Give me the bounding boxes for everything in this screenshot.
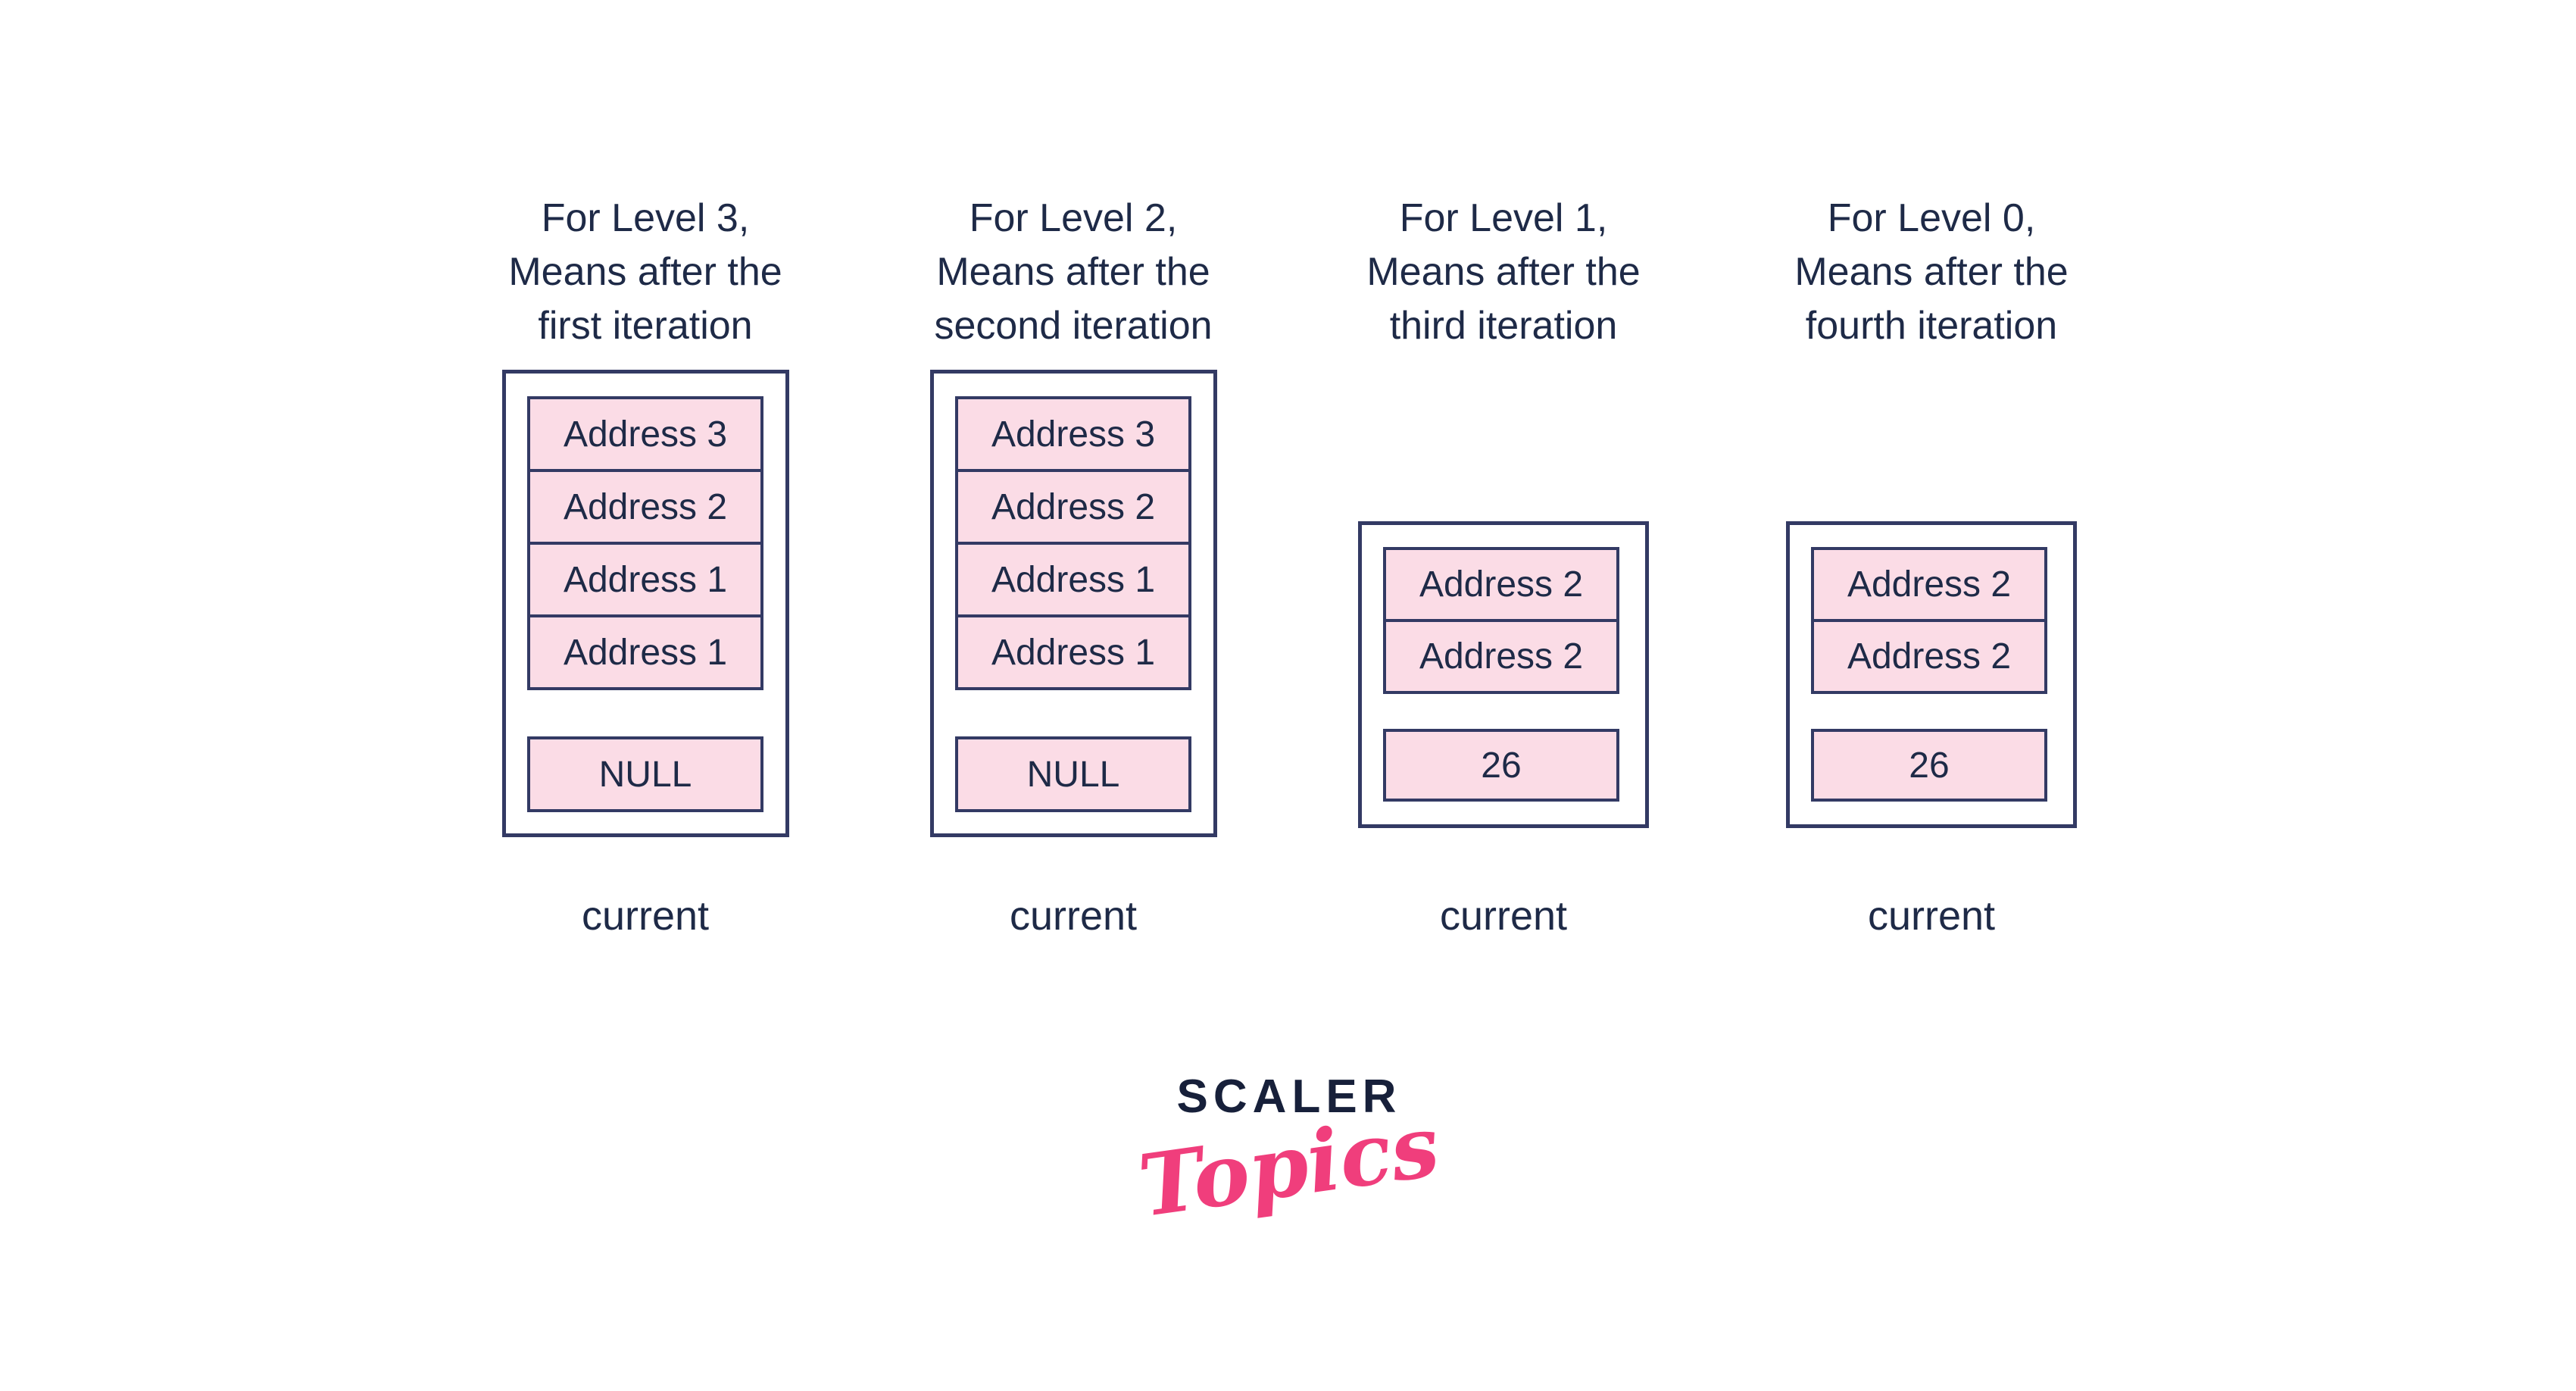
stack-cell: Address 2: [1383, 619, 1619, 694]
null-cell: NULL: [955, 736, 1191, 812]
stack-cell: Address 1: [955, 542, 1191, 617]
stack-cell: Address 2: [1383, 547, 1619, 622]
stack-cell: Address 1: [527, 542, 763, 617]
stack-cell: Address 1: [955, 614, 1191, 690]
caption-level-1: For Level 1, Means after the third itera…: [1366, 196, 1641, 348]
caption-level-2: For Level 2, Means after the second iter…: [934, 196, 1213, 348]
stack-cell: Address 3: [527, 396, 763, 472]
stack-cell: Address 2: [1811, 547, 2047, 622]
caption-level-3: For Level 3, Means after the first itera…: [508, 196, 782, 348]
current-label: current: [1867, 893, 1996, 939]
current-label: current: [1009, 893, 1138, 939]
stack-cell: Address 1: [527, 614, 763, 690]
current-label: current: [581, 893, 710, 939]
scaler-wordmark: SCALER: [1176, 1071, 1402, 1123]
current-label: current: [1439, 893, 1568, 939]
stack-box-level-2: Address 3 Address 2 Address 1 Address 1 …: [930, 370, 1217, 837]
stack-cell: Address 3: [955, 396, 1191, 472]
value-cell: 26: [1811, 729, 2047, 802]
stack-box-level-0: Address 2 Address 2 26: [1786, 521, 2077, 828]
stack-cell: Address 2: [527, 469, 763, 545]
value-cell: 26: [1383, 729, 1619, 802]
scaler-topics-logo: SCALER Topics: [1100, 1070, 1478, 1236]
stack-box-level-3: Address 3 Address 2 Address 1 Address 1 …: [502, 370, 789, 837]
stack-cell: Address 2: [955, 469, 1191, 545]
stack-cell: Address 2: [1811, 619, 2047, 694]
stack-box-level-1: Address 2 Address 2 26: [1358, 521, 1649, 828]
null-cell: NULL: [527, 736, 763, 812]
caption-level-0: For Level 0, Means after the fourth iter…: [1794, 196, 2069, 348]
